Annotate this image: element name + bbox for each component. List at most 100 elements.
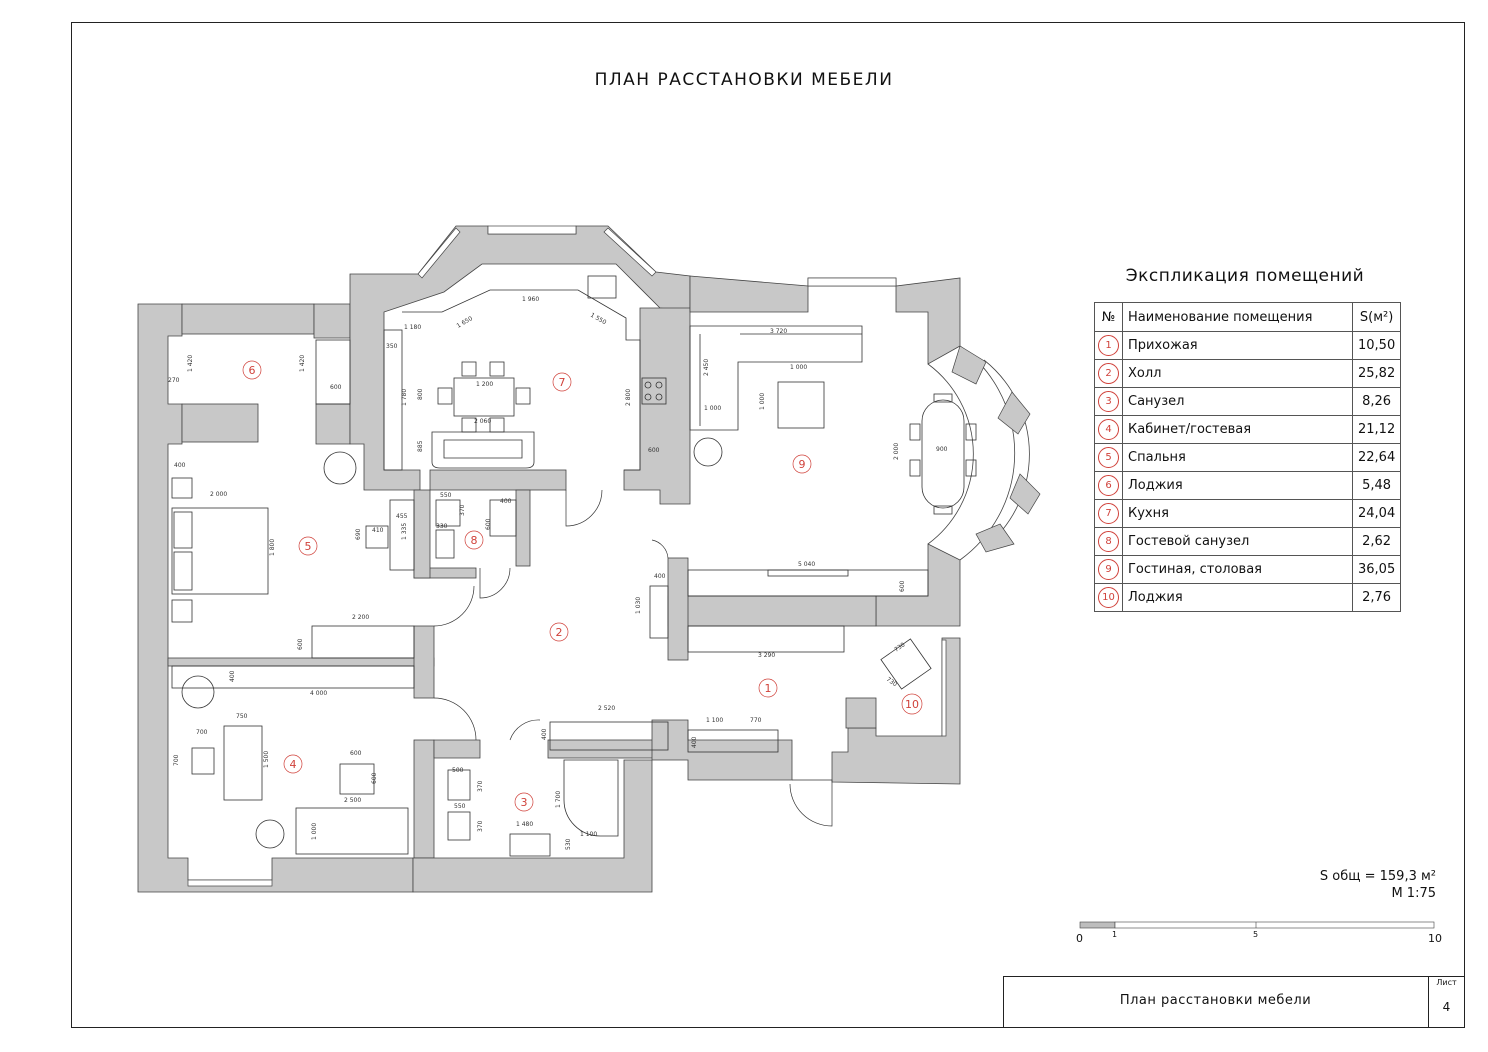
svg-text:2: 2: [556, 626, 563, 639]
dim-label: 400: [174, 462, 186, 469]
bay-piers: [951, 345, 1041, 553]
wall-loggia6-right: [315, 403, 351, 445]
dim-label: 2 450: [703, 359, 710, 376]
room-number: 6: [1098, 475, 1119, 496]
bay-glass-arc: [983, 359, 1030, 549]
dining-table: [921, 399, 965, 509]
table-row: 2 Холл 25,82: [1094, 359, 1402, 388]
dim-label: 1 420: [187, 355, 194, 372]
svg-text:4: 4: [290, 758, 297, 771]
scale-label-10: 10: [1428, 932, 1442, 945]
dining-chair-6: [965, 459, 977, 477]
total-area: S общ = 159,3 м²: [1319, 869, 1436, 884]
dim-label: 1 480: [516, 821, 533, 828]
kitchen-sink: [587, 275, 617, 299]
kitchen-chair-1: [461, 361, 477, 377]
window-living-top: [807, 277, 897, 287]
scale-label-5: 5: [1253, 930, 1259, 939]
wall-kitchen-right: [623, 307, 691, 505]
explication-header-row: № Наименование помещения S(м²): [1094, 302, 1402, 332]
dim-label: 1 000: [311, 823, 318, 840]
svg-text:1: 1: [765, 682, 772, 695]
explication-table: № Наименование помещения S(м²) 1 Прихожа…: [1094, 302, 1402, 612]
drawing-frame: [71, 22, 1465, 1028]
door-bath8: [479, 567, 511, 599]
room-name: Холл: [1122, 359, 1353, 388]
drawing-title: ПЛАН РАССТАНОВКИ МЕБЕЛИ: [594, 70, 894, 90]
bed: [171, 507, 269, 595]
dim-label: 1 200: [476, 381, 493, 388]
room-marker-6: 6: [242, 360, 262, 380]
dim-label: 600: [350, 750, 362, 757]
bay-pier-4: [975, 523, 1015, 553]
bed-pillow-1: [173, 511, 193, 549]
title-block: [1003, 976, 1465, 1028]
bath3-washbasin: [509, 833, 551, 857]
dim-label: 1 000: [759, 393, 766, 410]
nightstand-bottom: [171, 599, 193, 623]
room-name: Лоджия: [1122, 471, 1353, 500]
dim-label: 1 550: [589, 312, 608, 327]
room-area: 21,12: [1351, 415, 1402, 444]
wall-top-left: [181, 303, 315, 335]
living-coffee-table: [777, 381, 825, 429]
total-area-block: S общ = 159,3 м² М 1:75: [1270, 868, 1436, 902]
room-name: Кухня: [1122, 499, 1353, 528]
wall-cabinet-right: [413, 739, 435, 859]
cabinet-sofa: [295, 807, 409, 855]
dining-chair-5: [965, 423, 977, 441]
svg-text:5: 5: [305, 540, 312, 553]
wall-bedroom-bottom: [167, 657, 435, 667]
table-row: 10 Лоджия 2,76: [1094, 583, 1402, 612]
dim-label: 500: [452, 767, 464, 774]
kitchen-chair-4: [489, 417, 505, 433]
dim-label: 400: [541, 728, 548, 740]
bay-pier-2: [997, 391, 1031, 435]
furniture: [171, 275, 977, 857]
room-number: 5: [1098, 447, 1119, 468]
dim-label: 600: [899, 580, 906, 592]
sheet-number: 4: [1442, 1000, 1451, 1014]
table-row: 1 Прихожая 10,50: [1094, 331, 1402, 360]
room-area: 22,64: [1351, 443, 1402, 472]
room-area: 8,26: [1351, 387, 1402, 416]
dim-label: 550: [454, 803, 466, 810]
room-area: 24,04: [1351, 499, 1402, 528]
dim-label: 400: [691, 736, 698, 748]
scale-label-0: 0: [1076, 932, 1083, 945]
door-bath3: [509, 719, 541, 741]
dim-label: 1 700: [555, 791, 562, 808]
room-marker-8: 8: [464, 530, 484, 550]
room-area: 5,48: [1351, 471, 1402, 500]
kitchen-chair-6: [515, 387, 531, 405]
dim-label: 410: [372, 527, 384, 534]
table-row: 4 Кабинет/гостевая 21,12: [1094, 415, 1402, 444]
entry-wardrobe: [687, 729, 779, 753]
dim-label: 370: [477, 780, 484, 792]
room-name: Прихожая: [1122, 331, 1353, 360]
dining-chair-3: [909, 423, 921, 441]
kitchen-chair-2: [489, 361, 505, 377]
table-row: 5 Спальня 22,64: [1094, 443, 1402, 472]
dim-label: 270: [168, 377, 180, 384]
dim-label: 600: [485, 518, 492, 530]
cabinet-table: [339, 763, 375, 795]
bath3-toilet-2: [447, 811, 471, 841]
dim-label: 730: [885, 676, 899, 688]
bed-pillow-2: [173, 551, 193, 591]
room-marker-3: 3: [514, 792, 534, 812]
dim-label: 600: [648, 447, 660, 454]
room-name: Спальня: [1122, 443, 1353, 472]
wall-loggia10-block: [845, 697, 877, 729]
living-tv: [767, 569, 849, 577]
window-loggia10: [941, 639, 947, 737]
title-block-drawing-name: План расстановки мебели: [1119, 993, 1312, 1008]
wall-living-top: [689, 275, 809, 313]
dim-label: 400: [500, 498, 512, 505]
dim-label: 700: [173, 754, 180, 766]
dim-label: 2 000: [893, 443, 900, 460]
kitchen-table: [453, 377, 515, 417]
bath8-toilet: [435, 499, 461, 527]
dim-label: 900: [936, 446, 948, 453]
room-name: Санузел: [1122, 387, 1353, 416]
